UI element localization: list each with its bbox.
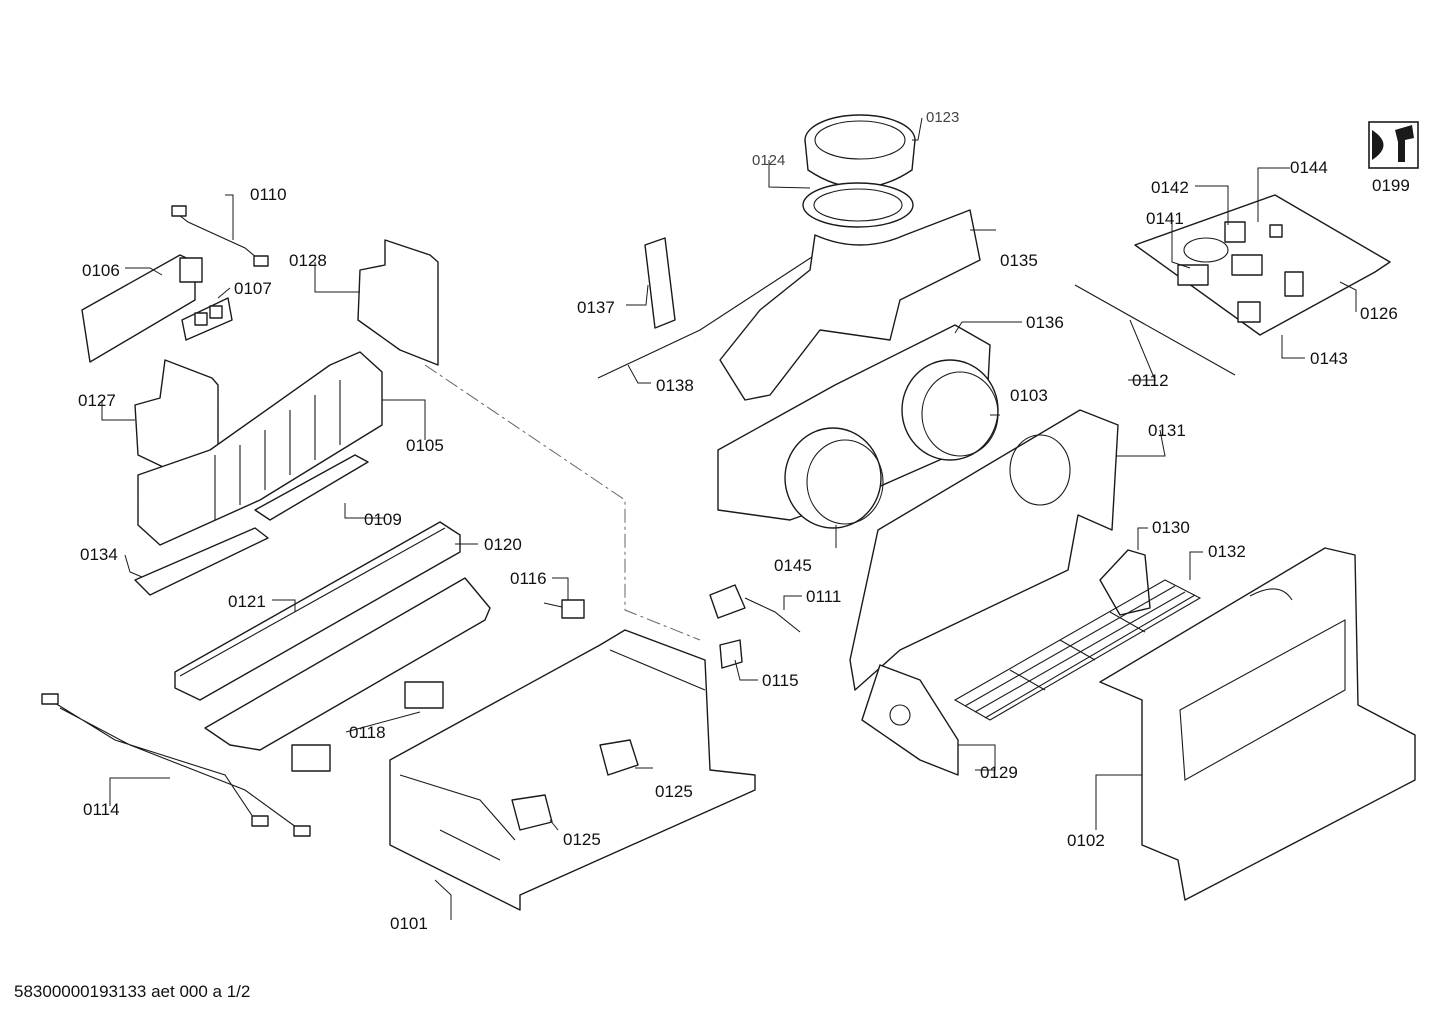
parts-bag-0126 <box>1134 194 1391 336</box>
channel-0121 <box>174 521 461 701</box>
ring-0124 <box>802 182 914 228</box>
panel-0131 <box>849 409 1119 691</box>
label-0109: 0109 <box>364 510 402 529</box>
label-0118: 0118 <box>349 723 386 742</box>
label-0112: 0112 <box>1132 371 1169 390</box>
label-0131: 0131 <box>1148 421 1186 440</box>
label-0105: 0105 <box>406 436 444 455</box>
label-0116: 0116 <box>510 569 547 588</box>
part-labels: 0110 0106 0107 0128 0127 0105 0109 0134 … <box>78 109 1410 933</box>
label-0106: 0106 <box>82 261 120 280</box>
label-0138: 0138 <box>656 376 694 395</box>
label-0103: 0103 <box>1010 386 1048 405</box>
label-0135: 0135 <box>1000 251 1038 270</box>
label-0111: 0111 <box>806 587 841 606</box>
label-0121: 0121 <box>228 592 266 611</box>
cover-plate-0128 <box>357 239 439 366</box>
wrench-icon <box>1368 121 1419 169</box>
bracket-0129 <box>861 664 959 776</box>
label-0107: 0107 <box>234 279 272 298</box>
ring-0123 <box>804 114 916 189</box>
connector-0118 <box>291 681 444 772</box>
label-0134: 0134 <box>80 545 118 564</box>
terminal-block-0125a <box>599 739 639 776</box>
label-0129: 0129 <box>980 763 1018 782</box>
label-0125b: 0125 <box>563 830 601 849</box>
frame-0101 <box>389 629 756 911</box>
rail-0134 <box>134 527 269 596</box>
bracket-0130 <box>1099 549 1151 616</box>
cable-0110 <box>171 205 269 267</box>
label-0144: 0144 <box>1290 158 1328 177</box>
label-0101: 0101 <box>390 914 428 933</box>
label-0130: 0130 <box>1152 518 1190 537</box>
channel-0120 <box>204 577 491 751</box>
fan-housing-upper-0135 <box>719 209 981 401</box>
label-0102: 0102 <box>1067 831 1105 850</box>
label-0128: 0128 <box>289 251 327 270</box>
label-0124: 0124 <box>752 152 785 169</box>
label-0142: 0142 <box>1151 178 1189 197</box>
leader-lines <box>101 117 1357 920</box>
label-0125a: 0125 <box>655 782 693 801</box>
control-module-0106 <box>81 254 203 363</box>
label-0123: 0123 <box>926 109 959 126</box>
fan-wheel-0103 <box>901 359 999 461</box>
label-0143: 0143 <box>1310 349 1348 368</box>
label-0110: 0110 <box>250 185 287 204</box>
assembly-guide-line <box>424 364 701 641</box>
electronics-housing-0105 <box>137 351 383 546</box>
power-cord-0111 <box>709 584 801 633</box>
label-0126: 0126 <box>1360 304 1398 323</box>
document-id: 58300000193133 aet 000 a 1/2 <box>14 982 251 1001</box>
label-0132: 0132 <box>1208 542 1246 561</box>
rail-0109 <box>254 454 369 521</box>
relay-0107 <box>181 297 233 341</box>
fan-wheel-0145 <box>784 427 884 529</box>
label-0145: 0145 <box>774 556 812 575</box>
label-0199: 0199 <box>1372 176 1410 195</box>
housing-0102 <box>1099 547 1416 901</box>
sensor-0116 <box>543 599 585 619</box>
label-0114: 0114 <box>83 800 120 819</box>
wiring-0114 <box>41 693 311 837</box>
rod-0112 <box>1074 284 1236 376</box>
label-0136: 0136 <box>1026 313 1064 332</box>
label-0127: 0127 <box>78 391 116 410</box>
label-0115: 0115 <box>762 671 799 690</box>
label-0120: 0120 <box>484 535 522 554</box>
wire-0138 <box>597 254 816 379</box>
label-0141: 0141 <box>1146 209 1184 228</box>
clamp-0115 <box>719 639 743 669</box>
bracket-0137 <box>644 237 676 329</box>
label-0137: 0137 <box>577 298 615 317</box>
rack-0132 <box>953 579 1202 721</box>
